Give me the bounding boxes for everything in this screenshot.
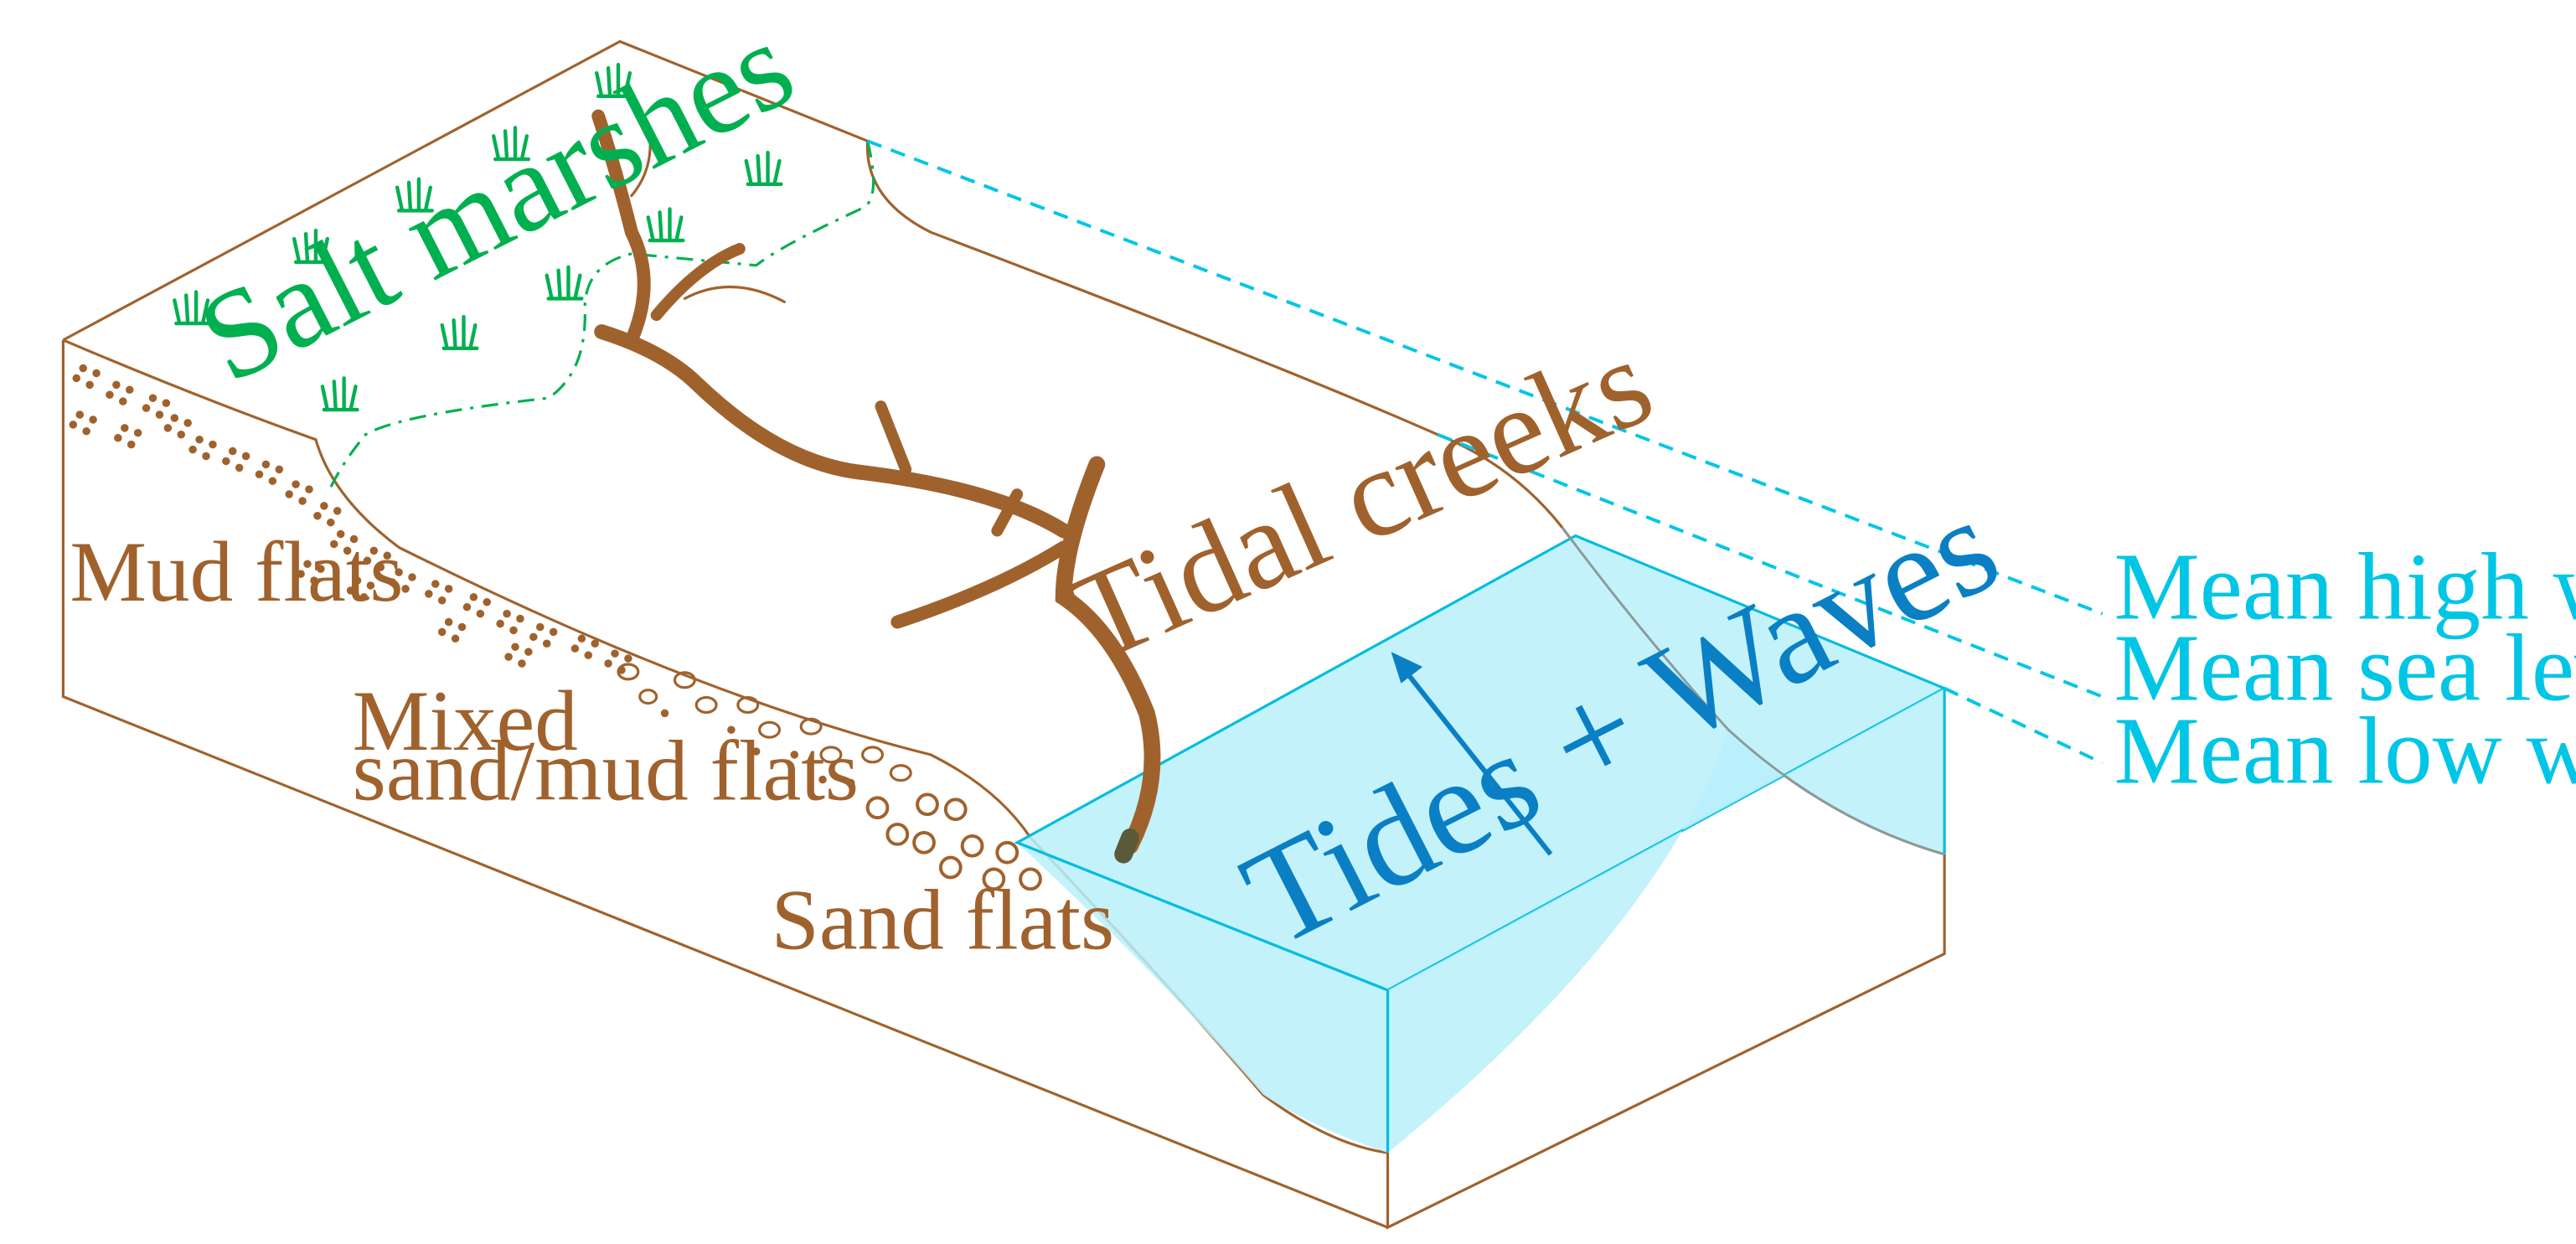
creek-left-branch [891,540,1071,629]
sand-flats-label: Sand flats [772,873,1115,968]
creek-upper [594,324,1071,539]
creek-marsh-stem [591,109,651,347]
land-profile [62,338,1032,839]
water-front-left [1017,842,1388,1154]
mean-sea-level-label: Mean sea level [2114,615,2576,721]
water-front [1387,688,1945,1154]
water-edges [1016,688,1946,1154]
mixed-flats-label-line2: sand/mud flats [353,723,859,818]
arrow-up-icon [1404,670,1553,856]
submerged-profile-under-water [1561,526,1945,856]
upper-shore-slope [865,141,1564,529]
grass-icon [746,152,782,184]
mean-high-water-label: Mean high water [2114,534,2576,640]
sand-sediment [865,792,1042,891]
wave-direction [1391,652,1553,856]
creek-marsh-branch [650,243,746,322]
marsh-boundary [326,140,875,495]
sea-level-line [1437,432,2104,699]
front-left-face [61,339,1389,1229]
tidal-creek-network [591,109,1161,864]
salt-marshes-label: Salt marshes [178,0,814,410]
top-surface-edge [62,39,869,342]
creek-mid-branch [875,400,1024,537]
mud-flats-label: Mud flats [70,524,403,620]
grass-icon [547,267,582,299]
creek-mouth [1114,828,1139,864]
grass-icon [442,317,478,348]
mean-low-water-label: Mean low water [2114,698,2576,804]
high-water-line [866,139,2104,616]
grass-icon [648,209,684,240]
water-level-lines [866,139,2104,765]
low-water-line [1944,686,2104,765]
grass-icon [323,378,358,410]
main-creek [1055,456,1161,854]
mixed-sediment [617,663,912,782]
mixed-flats-label-line1: Mixed [353,674,578,769]
front-bottom-face [1386,854,1946,1230]
creek-thin-2 [683,285,786,303]
mixed-dots [660,709,855,787]
creek-thin-1 [630,122,652,198]
